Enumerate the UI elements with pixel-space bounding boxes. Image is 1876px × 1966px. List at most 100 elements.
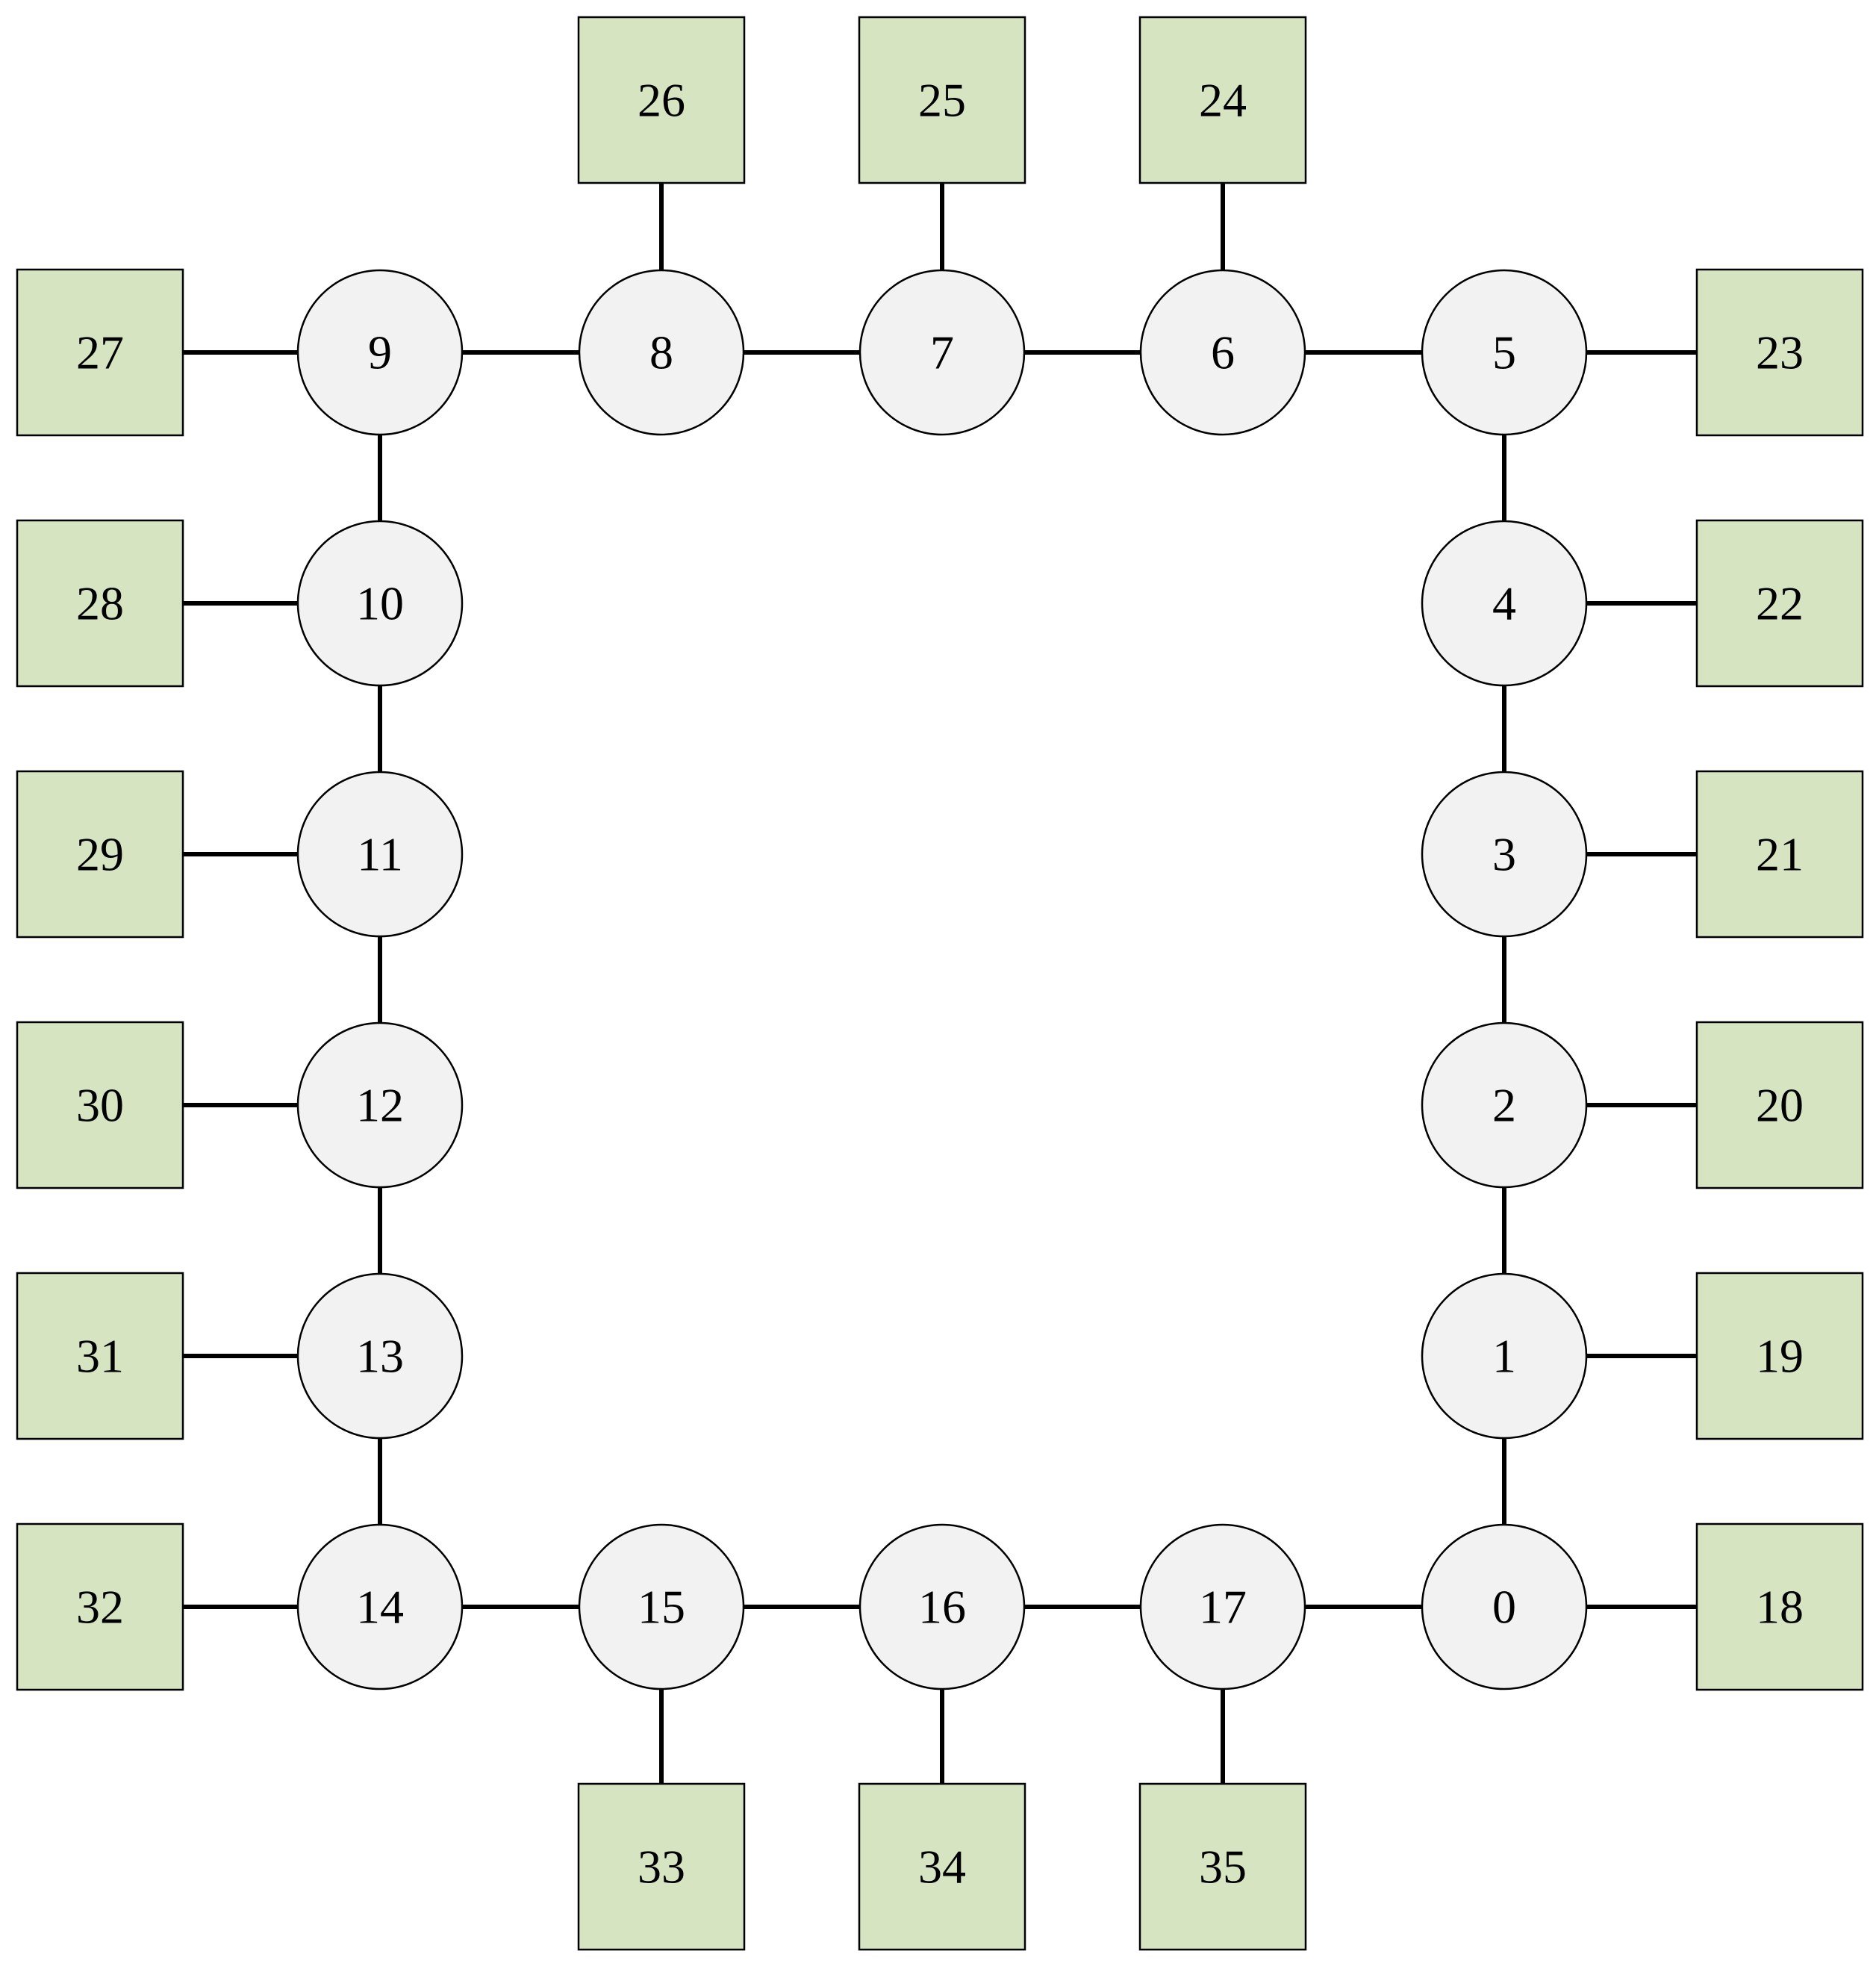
leaf-node-box <box>858 1782 1026 1951</box>
leaf-node-28: 28 <box>16 519 184 688</box>
ring-node-10: 10 <box>296 520 464 687</box>
ring-node-label: 15 <box>638 1581 685 1634</box>
leaf-node-label: 20 <box>1756 1079 1804 1132</box>
ring-node-circle <box>858 269 1026 436</box>
leaf-node-box <box>1695 268 1864 437</box>
leaf-node-box <box>16 268 184 437</box>
ring-node-label: 11 <box>357 828 403 881</box>
leaf-node-33: 33 <box>577 1782 746 1951</box>
leaf-node-label: 34 <box>918 1841 966 1894</box>
ring-node-0: 0 <box>1421 1523 1588 1690</box>
ring-node-label: 17 <box>1199 1581 1247 1634</box>
leaf-node-label: 29 <box>76 828 124 881</box>
leaf-node-label: 33 <box>638 1841 685 1894</box>
leaf-node-label: 24 <box>1199 74 1247 127</box>
leaf-node-34: 34 <box>858 1782 1026 1951</box>
ring-node-circle <box>1421 771 1588 938</box>
leaf-node-label: 26 <box>638 74 685 127</box>
leaf-node-18: 18 <box>1695 1522 1864 1691</box>
leaf-node-box <box>16 1021 184 1189</box>
ring-node-7: 7 <box>858 269 1026 436</box>
ring-node-circle <box>296 1272 464 1440</box>
ring-node-circle <box>858 1523 1026 1690</box>
ring-node-circle <box>1421 269 1588 436</box>
leaf-node-label: 19 <box>1756 1330 1804 1383</box>
leaf-node-label: 32 <box>76 1581 124 1634</box>
leaf-node-31: 31 <box>16 1272 184 1440</box>
leaf-node-label: 35 <box>1199 1841 1247 1894</box>
ring-node-label: 8 <box>649 326 673 379</box>
ring-node-circle <box>1421 1021 1588 1189</box>
leaf-node-20: 20 <box>1695 1021 1864 1189</box>
ring-node-circle <box>296 520 464 687</box>
leaf-node-label: 27 <box>76 326 124 379</box>
leaf-node-21: 21 <box>1695 770 1864 939</box>
leaf-node-22: 22 <box>1695 519 1864 688</box>
ring-node-label: 16 <box>918 1581 966 1634</box>
leaf-node-label: 30 <box>76 1079 124 1132</box>
ring-node-circle <box>578 269 745 436</box>
leaf-node-box <box>858 16 1026 184</box>
leaf-node-box <box>16 1522 184 1691</box>
leaf-node-30: 30 <box>16 1021 184 1189</box>
ring-node-label: 6 <box>1211 326 1235 379</box>
leaf-node-label: 31 <box>76 1330 124 1383</box>
ring-node-1: 1 <box>1421 1272 1588 1440</box>
leaf-node-label: 28 <box>76 577 124 630</box>
leaf-node-label: 23 <box>1756 326 1804 379</box>
leaf-node-29: 29 <box>16 770 184 939</box>
ring-node-3: 3 <box>1421 771 1588 938</box>
ring-node-circle <box>578 1523 745 1690</box>
ring-node-circle <box>296 1021 464 1189</box>
ring-node-label: 4 <box>1492 577 1516 630</box>
leaf-node-26: 26 <box>577 16 746 184</box>
ring-node-14: 14 <box>296 1523 464 1690</box>
ring-node-9: 9 <box>296 269 464 436</box>
ring-node-circle <box>1421 1523 1588 1690</box>
leaf-node-box <box>1695 519 1864 688</box>
ring-node-8: 8 <box>578 269 745 436</box>
ring-node-label: 5 <box>1492 326 1516 379</box>
ring-node-15: 15 <box>578 1523 745 1690</box>
ring-node-circle <box>1139 269 1306 436</box>
ring-node-circle <box>296 1523 464 1690</box>
leaf-node-box <box>1138 16 1307 184</box>
ring-node-label: 10 <box>356 577 404 630</box>
leaf-node-label: 21 <box>1756 828 1804 881</box>
ring-node-label: 1 <box>1492 1330 1516 1383</box>
leaf-node-label: 22 <box>1756 577 1804 630</box>
ring-node-5: 5 <box>1421 269 1588 436</box>
ring-node-12: 12 <box>296 1021 464 1189</box>
ring-node-circle <box>296 771 464 938</box>
ring-node-circle <box>1139 1523 1306 1690</box>
leaf-node-19: 19 <box>1695 1272 1864 1440</box>
ring-node-label: 7 <box>930 326 954 379</box>
ring-node-label: 12 <box>356 1079 404 1132</box>
leaf-node-box <box>1138 1782 1307 1951</box>
leaf-node-label: 18 <box>1756 1581 1804 1634</box>
ring-node-6: 6 <box>1139 269 1306 436</box>
leaf-node-23: 23 <box>1695 268 1864 437</box>
ring-node-label: 0 <box>1492 1581 1516 1634</box>
leaf-node-box <box>577 1782 746 1951</box>
leaf-node-25: 25 <box>858 16 1026 184</box>
leaf-node-24: 24 <box>1138 16 1307 184</box>
ring-node-circle <box>296 269 464 436</box>
ring-node-circle <box>1421 1272 1588 1440</box>
ring-node-4: 4 <box>1421 520 1588 687</box>
ring-node-label: 9 <box>368 326 392 379</box>
ring-node-16: 16 <box>858 1523 1026 1690</box>
ring-node-label: 14 <box>356 1581 404 1634</box>
ring-node-11: 11 <box>296 771 464 938</box>
leaf-node-32: 32 <box>16 1522 184 1691</box>
ring-node-label: 13 <box>356 1330 404 1383</box>
leaf-node-label: 25 <box>918 74 966 127</box>
leaf-node-27: 27 <box>16 268 184 437</box>
ring-node-2: 2 <box>1421 1021 1588 1189</box>
leaf-node-box <box>1695 1272 1864 1440</box>
leaf-node-box <box>1695 1522 1864 1691</box>
leaf-node-box <box>1695 770 1864 939</box>
leaf-node-box <box>16 1272 184 1440</box>
